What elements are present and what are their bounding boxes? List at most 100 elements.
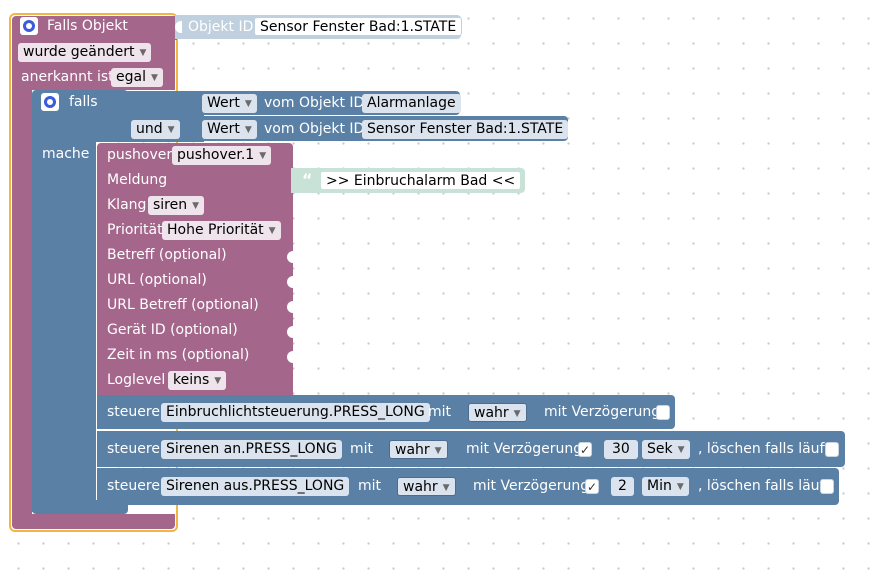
- control-2-unit-text: Sek: [647, 441, 673, 457]
- control-2-delay-label: mit Verzögerung: [466, 441, 583, 457]
- trigger-gear-icon[interactable]: [20, 17, 38, 35]
- message-text-field[interactable]: >> Einbruchalarm Bad <<: [320, 171, 522, 190]
- caret-down-icon: ▼: [244, 99, 252, 109]
- control-3-clear-label: , löschen falls läuft: [698, 478, 830, 494]
- changed-dropdown-value: wurde geändert: [23, 44, 135, 60]
- and-operator-dropdown[interactable]: und ▼: [131, 120, 180, 139]
- device-label: Gerät ID (optional): [107, 322, 238, 338]
- pushover-instance-text: pushover.1: [177, 147, 255, 163]
- control-3-value-dropdown[interactable]: wahr ▼: [397, 477, 456, 496]
- control-1-value-dropdown[interactable]: wahr ▼: [468, 403, 527, 422]
- trigger-block-left-arm: [12, 88, 32, 516]
- control-2-delay-checkbox[interactable]: ✓: [578, 442, 592, 457]
- ack-label: anerkannt ist: [21, 69, 114, 85]
- trigger-block-top-tab: [165, 16, 177, 40]
- caret-down-icon: ▼: [259, 151, 267, 161]
- control-3-value-text: wahr: [403, 479, 438, 495]
- control-1-delay-checkbox[interactable]: [656, 405, 670, 420]
- control-3-label: steuere: [107, 478, 160, 494]
- loglevel-dropdown-text: keins: [173, 372, 210, 388]
- control-3-delay-label: mit Verzögerung: [473, 478, 590, 494]
- priority-dropdown-text: Hohe Priorität: [167, 222, 264, 238]
- time-label: Zeit in ms (optional): [107, 347, 250, 363]
- caret-down-icon: ▼: [442, 483, 450, 493]
- condition-2-of-object-label: vom Objekt ID: [264, 121, 365, 137]
- control-2-value-dropdown[interactable]: wahr ▼: [389, 440, 448, 459]
- caret-down-icon: ▼: [244, 125, 252, 135]
- condition-1-value-text: Wert: [207, 95, 240, 111]
- condition-2-value-text: Wert: [207, 121, 240, 137]
- if-title: falls: [69, 94, 98, 110]
- pushover-instance-dropdown[interactable]: pushover.1 ▼: [172, 146, 272, 165]
- control-3-object-field[interactable]: Sirenen aus.PRESS_LONG: [161, 477, 350, 496]
- control-2-delay-value[interactable]: 30: [604, 440, 638, 459]
- loglevel-dropdown[interactable]: keins ▼: [168, 371, 227, 390]
- caret-down-icon: ▼: [214, 376, 222, 386]
- caret-down-icon: ▼: [268, 226, 276, 236]
- and-block-top[interactable]: [126, 91, 204, 115]
- subject-label: Betreff (optional): [107, 247, 227, 263]
- time-input-notch[interactable]: [287, 351, 294, 363]
- device-input-notch[interactable]: [287, 326, 294, 338]
- url-title-label: URL Betreff (optional): [107, 297, 259, 313]
- open-quote-icon: “: [302, 170, 313, 189]
- ack-dropdown[interactable]: egal ▼: [111, 68, 163, 87]
- condition-2-value-dropdown[interactable]: Wert ▼: [202, 120, 257, 139]
- trigger-block-footer: [12, 514, 175, 529]
- object-id-label: Objekt ID: [188, 19, 254, 35]
- control-3-unit-dropdown[interactable]: Min ▼: [642, 477, 689, 496]
- priority-dropdown[interactable]: Hohe Priorität ▼: [162, 221, 281, 240]
- priority-label: Priorität: [107, 222, 163, 238]
- url-label: URL (optional): [107, 272, 207, 288]
- control-2-clear-checkbox[interactable]: [825, 442, 839, 457]
- subject-input-notch[interactable]: [287, 251, 294, 263]
- ack-dropdown-value: egal: [116, 69, 146, 85]
- caret-down-icon: ▼: [150, 73, 158, 83]
- control-2-unit-dropdown[interactable]: Sek ▼: [642, 440, 690, 459]
- caret-down-icon: ▼: [434, 446, 442, 456]
- control-3-unit-text: Min: [647, 478, 672, 494]
- condition-1-value-dropdown[interactable]: Wert ▼: [202, 94, 257, 113]
- control-2-object-field[interactable]: Sirenen an.PRESS_LONG: [161, 440, 342, 459]
- do-label: mache: [42, 146, 90, 162]
- control-3-delay-checkbox[interactable]: ✓: [585, 479, 599, 494]
- and-operator-text: und: [136, 121, 163, 137]
- control-1-label: steuere: [107, 404, 160, 420]
- if-block-left-arm: [32, 140, 96, 512]
- sound-dropdown[interactable]: siren ▼: [148, 196, 205, 215]
- control-1-object-field[interactable]: Einbruchlichtsteuerung.PRESS_LONG: [161, 403, 430, 422]
- condition-1-object-field[interactable]: Alarmanlage: [362, 94, 461, 113]
- control-1-value-text: wahr: [474, 405, 509, 421]
- pushover-title: pushover: [107, 147, 173, 163]
- if-gear-icon[interactable]: [41, 93, 59, 111]
- close-quote-icon: ”: [502, 170, 513, 189]
- url-input-notch[interactable]: [287, 276, 294, 288]
- caret-down-icon: ▼: [139, 48, 147, 58]
- sound-dropdown-text: siren: [153, 197, 188, 213]
- changed-dropdown[interactable]: wurde geändert ▼: [18, 43, 152, 62]
- caret-down-icon: ▼: [676, 482, 684, 492]
- sound-label: Klang: [107, 197, 147, 213]
- control-1-with-label: mit: [428, 404, 452, 420]
- condition-1-of-object-label: vom Objekt ID: [264, 95, 365, 111]
- object-id-field[interactable]: Sensor Fenster Bad:1.STATE: [254, 17, 463, 36]
- pushover-block[interactable]: [97, 143, 293, 395]
- input-notch: [175, 21, 182, 33]
- control-2-label: steuere: [107, 441, 160, 457]
- control-3-delay-value[interactable]: 2: [611, 477, 634, 496]
- control-2-value-text: wahr: [395, 442, 430, 458]
- control-2-with-label: mit: [350, 441, 374, 457]
- caret-down-icon: ▼: [513, 409, 521, 419]
- trigger-title: Falls Objekt: [47, 18, 128, 34]
- control-1-delay-label: mit Verzögerung: [544, 404, 661, 420]
- caret-down-icon: ▼: [677, 445, 685, 455]
- caret-down-icon: ▼: [167, 125, 175, 135]
- url-title-input-notch[interactable]: [287, 301, 294, 313]
- loglevel-label: Loglevel: [107, 372, 166, 388]
- message-label: Meldung: [107, 172, 168, 188]
- caret-down-icon: ▼: [192, 201, 200, 211]
- condition-2-object-field[interactable]: Sensor Fenster Bad:1.STATE: [362, 120, 569, 139]
- control-2-clear-label: , löschen falls läuft: [698, 441, 830, 457]
- control-3-clear-checkbox[interactable]: [820, 479, 834, 494]
- control-3-with-label: mit: [358, 478, 382, 494]
